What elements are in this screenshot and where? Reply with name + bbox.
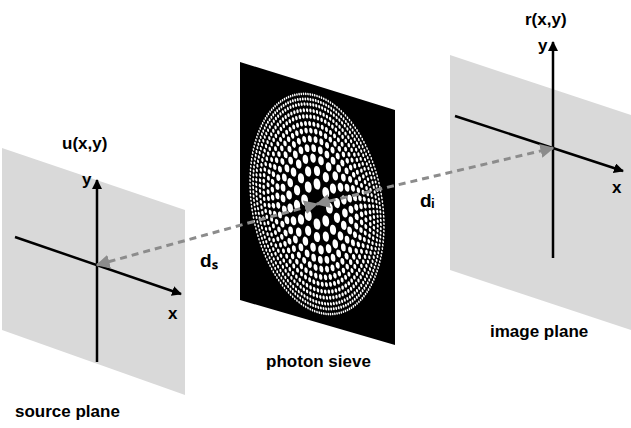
plane-shape — [445, 8, 631, 353]
distance-label: dᵢ — [420, 190, 434, 212]
plane-shape — [0, 130, 192, 426]
plane: r(x,y) image plane — [445, 8, 631, 353]
plane: u(x,y) source plane — [0, 130, 192, 426]
distance-label: dₛ — [200, 250, 218, 272]
plane-outline — [2, 148, 185, 395]
field-name: r(x,y) — [525, 10, 567, 30]
photon-sieve: photon sieve — [236, 55, 401, 385]
axis-label: x — [168, 304, 177, 324]
plane-name: source plane — [15, 402, 120, 422]
plane-outline — [240, 62, 395, 345]
axis-line — [455, 116, 623, 171]
distance-arrow — [317, 148, 553, 204]
plane-name: photon sieve — [266, 352, 371, 372]
plane-outline — [450, 55, 631, 330]
axis-label: x — [612, 178, 621, 198]
axis-line — [96, 180, 99, 362]
sieve-mask — [236, 55, 401, 385]
sieve-holes — [249, 73, 385, 335]
plane-name: image plane — [490, 322, 588, 342]
field-name: u(x,y) — [62, 134, 107, 154]
distance-arrow — [97, 204, 317, 265]
axis-label: y — [538, 36, 547, 56]
axis-label: y — [82, 170, 91, 190]
axis-line — [552, 42, 555, 258]
